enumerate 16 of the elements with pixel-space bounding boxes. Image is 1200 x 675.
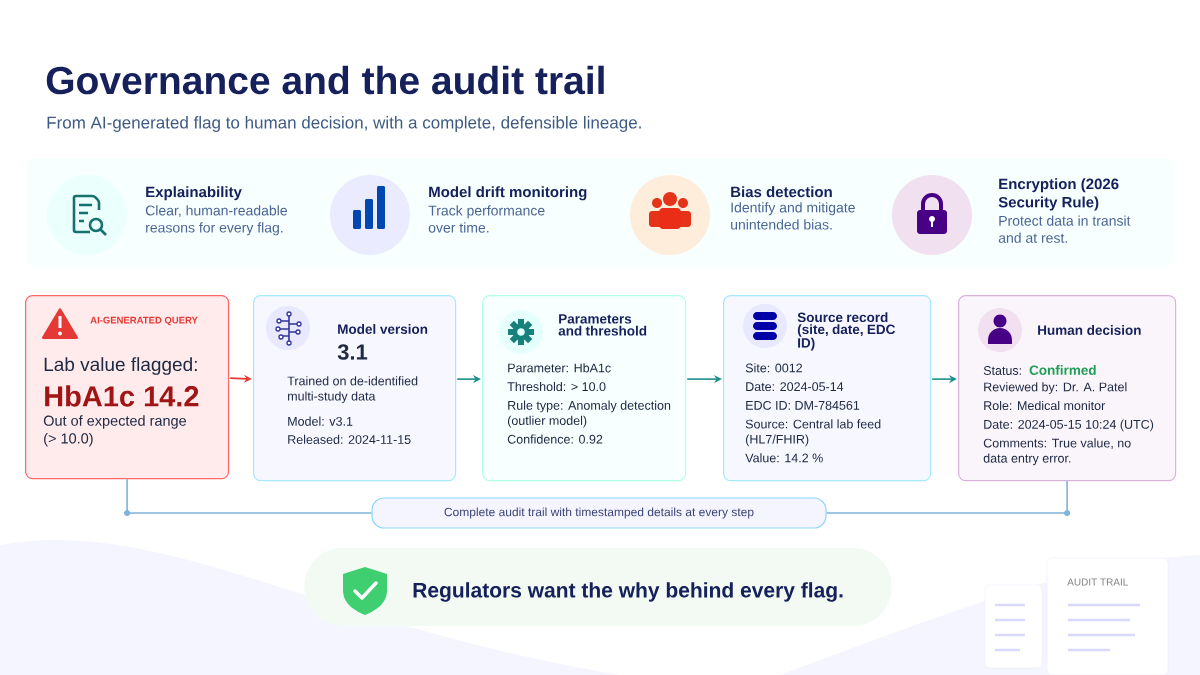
document-label: AUDIT TRAIL <box>1067 578 1128 586</box>
feature-text: Encryption (2026 Security Rule) Protect data in transit and at rest. <box>998 178 1131 243</box>
connector-line <box>124 478 373 517</box>
query-card: AI-GENERATED QUERY Lab value flagged: HbA1c 14.2 Out of expected range (> 10.0) <box>25 295 230 480</box>
source-card: Source record (site, date, EDC ID) Site: 0012 Date: 2024-05-14 EDC ID: DM-784561 Source: Central lab feed (HL7/FHIR) Value: 14.2 % <box>723 295 932 482</box>
model-card: Model version 3.1 Trained on de-identified multi-study data Model: v3.1 Released: 2024-11-15 <box>253 295 457 482</box>
feature-text: Model drift monitoring Track performance over time. <box>428 186 587 233</box>
parameters-card: Parameters and threshold Parameter: HbA1c Threshold: > 10.0 Rule type: Anomaly detection (outlier model) Confidence: 0.92 <box>482 295 687 482</box>
audit-trail-pill: Complete audit trail with timestamped details at every step <box>371 497 827 529</box>
feature-text: Bias detection Identify and mitigate unintended bias. <box>731 186 855 230</box>
decision-card: Human decision Status: Confirmed Reviewed by: Dr. A. Patel Role: Medical monitor Date: 2024-05-15 10:24 (UTC) Comments: True value, no data entry error. <box>958 295 1177 482</box>
title: Governance and the audit trail <box>46 65 604 95</box>
connector-line <box>825 480 1071 517</box>
subtitle: From AI-generated flag to human decision, with a complete, defensible lineage. <box>47 116 641 132</box>
feature-text: Explainability Clear, human-readable reasons for every flag. <box>145 186 287 236</box>
banner: Regulators want the why behind every flag. <box>304 548 892 626</box>
